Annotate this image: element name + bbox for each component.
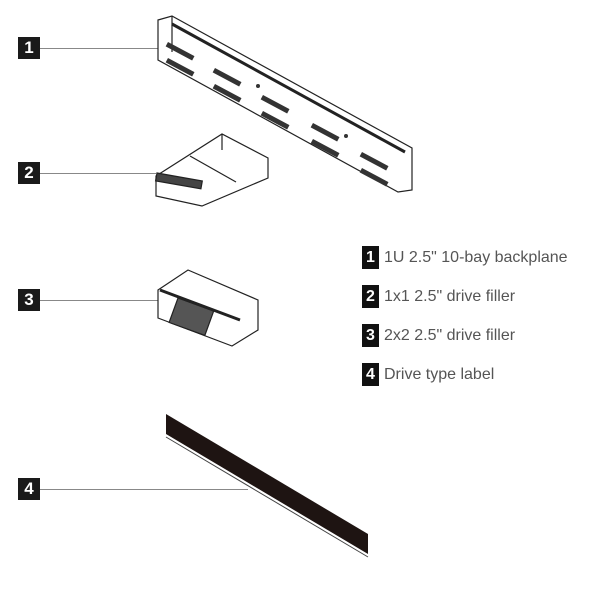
callout-2: 2 (18, 162, 40, 184)
legend-item-3: 3 2x2 2.5" drive filler (362, 324, 568, 347)
legend: 1 1U 2.5" 10-bay backplane 2 1x1 2.5" dr… (362, 246, 568, 402)
leader-line-4 (40, 489, 248, 490)
legend-label-4: Drive type label (384, 365, 495, 383)
legend-item-2: 2 1x1 2.5" drive filler (362, 285, 568, 308)
legend-num-3: 3 (362, 324, 379, 347)
backplane-illustration (157, 15, 413, 193)
legend-item-1: 1 1U 2.5" 10-bay backplane (362, 246, 568, 269)
leader-line-3 (40, 300, 158, 301)
filler-1x1-illustration (154, 133, 269, 207)
legend-label-2: 1x1 2.5" drive filler (384, 287, 516, 305)
legend-num-2: 2 (362, 285, 379, 308)
leader-line-1 (40, 48, 158, 49)
legend-item-4: 4 Drive type label (362, 363, 568, 386)
legend-num-4: 4 (362, 363, 379, 386)
callout-3: 3 (18, 289, 40, 311)
callout-1: 1 (18, 37, 40, 59)
legend-label-3: 2x2 2.5" drive filler (384, 326, 516, 344)
leader-line-2 (40, 173, 156, 174)
legend-label-1: 1U 2.5" 10-bay backplane (384, 248, 568, 266)
filler-2x2-illustration (157, 269, 259, 347)
legend-num-1: 1 (362, 246, 379, 269)
drive-label-illustration (165, 414, 369, 558)
callout-4: 4 (18, 478, 40, 500)
